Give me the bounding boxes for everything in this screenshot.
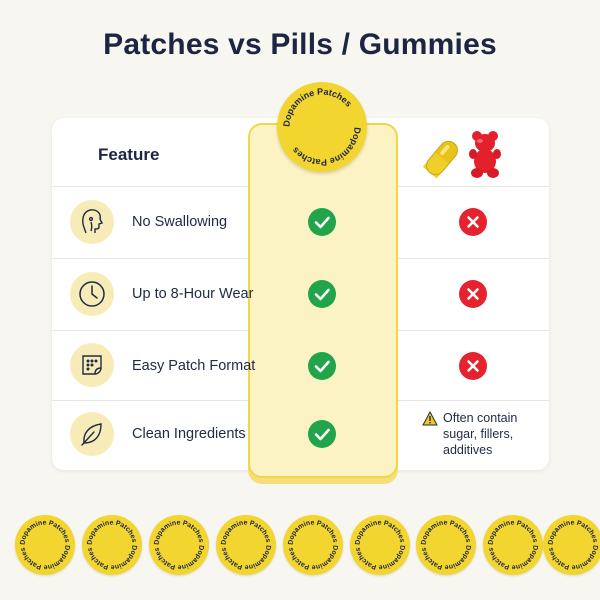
svg-text:Dopamine Patches: Dopamine Patches	[420, 520, 471, 546]
svg-text:Dopamine Patches: Dopamine Patches	[355, 545, 406, 571]
gummy-bear-icon	[469, 131, 501, 178]
svg-text:Dopamine Patches: Dopamine Patches	[288, 545, 339, 571]
svg-text:Dopamine Patches: Dopamine Patches	[547, 520, 598, 546]
svg-text:Dopamine Patches: Dopamine Patches	[221, 545, 272, 571]
svg-text:Dopamine Patches: Dopamine Patches	[19, 520, 70, 546]
feature-label: No Swallowing	[132, 214, 228, 230]
feature-label: Clean Ingredients	[132, 426, 246, 442]
warning-line: additives	[443, 443, 493, 457]
cross-icon	[459, 280, 487, 308]
patch-badge-header: Dopamine Patches Dopamine Patches	[277, 82, 367, 172]
svg-text:Dopamine Patches: Dopamine Patches	[290, 127, 362, 168]
svg-text:Dopamine Patches: Dopamine Patches	[86, 520, 137, 546]
feature-label: Easy Patch Format	[132, 358, 256, 374]
svg-text:Dopamine Patches: Dopamine Patches	[154, 545, 205, 571]
check-icon	[308, 280, 336, 308]
warning-note: Often contain sugar, fillers, additives	[443, 410, 543, 458]
patch-icon	[70, 343, 114, 387]
svg-text:Dopamine Patches: Dopamine Patches	[487, 520, 538, 546]
svg-text:Dopamine Patches: Dopamine Patches	[281, 86, 353, 127]
feature-label: Up to 8-Hour Wear	[132, 286, 254, 302]
svg-text:Dopamine Patches: Dopamine Patches	[220, 520, 271, 546]
pill-icon	[422, 140, 458, 179]
feature-column-header: Feature	[98, 145, 160, 164]
warning-line: sugar, fillers,	[443, 427, 514, 441]
warning-line: Often contain	[443, 411, 518, 425]
check-icon	[308, 208, 336, 236]
cross-icon	[459, 352, 487, 380]
svg-text:Dopamine Patches: Dopamine Patches	[548, 545, 599, 571]
head-throat-icon	[70, 200, 114, 244]
check-icon	[308, 352, 336, 380]
svg-text:Dopamine Patches: Dopamine Patches	[354, 520, 405, 546]
svg-text:Dopamine Patches: Dopamine Patches	[287, 520, 338, 546]
leaf-icon	[70, 412, 114, 456]
warning-icon	[422, 411, 438, 426]
svg-text:Dopamine Patches: Dopamine Patches	[20, 545, 71, 571]
check-icon	[308, 420, 336, 448]
page-title: Patches vs Pills / Gummies	[103, 28, 497, 61]
svg-text:Dopamine Patches: Dopamine Patches	[87, 545, 138, 571]
cross-icon	[459, 208, 487, 236]
svg-text:Dopamine Patches: Dopamine Patches	[421, 545, 472, 571]
clock-icon	[70, 272, 114, 316]
svg-text:Dopamine Patches: Dopamine Patches	[488, 545, 539, 571]
svg-text:Dopamine Patches: Dopamine Patches	[153, 520, 204, 546]
